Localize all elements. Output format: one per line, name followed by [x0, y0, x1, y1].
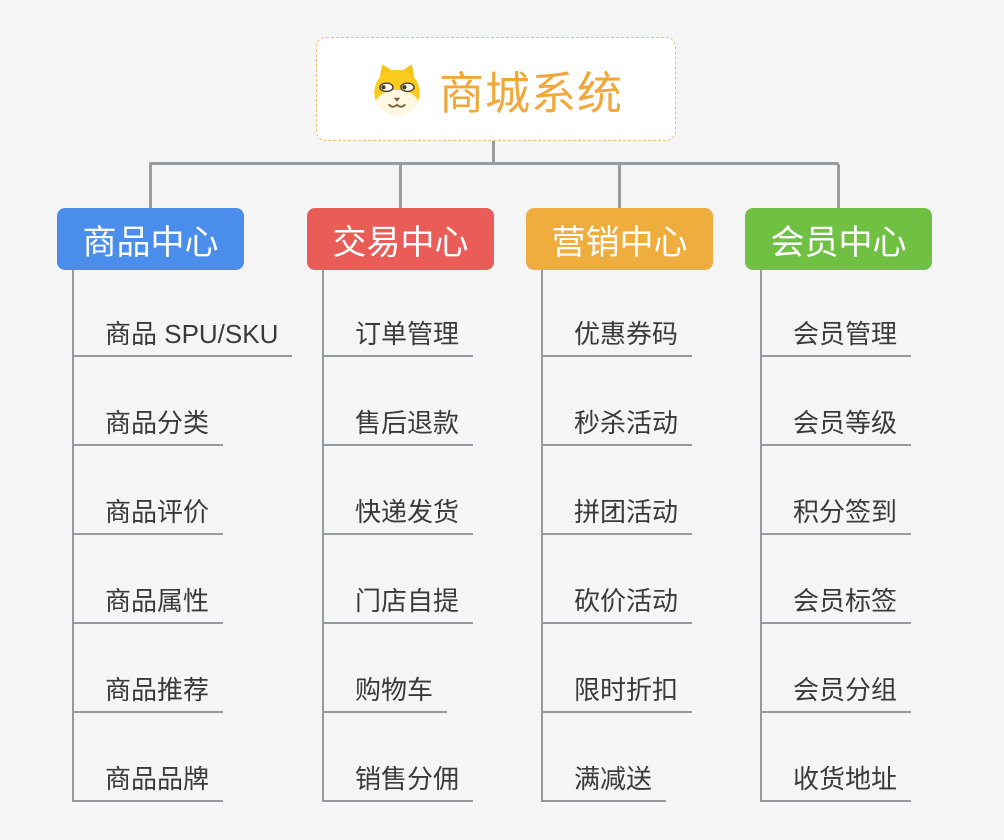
connector-root-vertical [492, 140, 495, 165]
branch-connector-line [322, 270, 324, 802]
branch-item[interactable]: 售后退款 [322, 406, 474, 446]
branch-item[interactable]: 会员管理 [760, 317, 912, 357]
branch-item[interactable]: 商品评价 [72, 495, 224, 535]
connector-drop-trade [399, 164, 402, 209]
branch-item[interactable]: 会员等级 [760, 406, 912, 446]
branch-header-marketing[interactable]: 营销中心 [526, 208, 713, 270]
branch-connector-line [760, 270, 762, 802]
branch-item[interactable]: 订单管理 [322, 317, 474, 357]
branch-item[interactable]: 销售分佣 [322, 762, 474, 802]
branch-item[interactable]: 秒杀活动 [541, 406, 693, 446]
branch-item[interactable]: 商品 SPU/SKU [72, 317, 293, 357]
branch-marketing-center: 营销中心 优惠券码 秒杀活动 拼团活动 砍价活动 限时折扣 满减送 [526, 208, 736, 818]
branch-item[interactable]: 商品品牌 [72, 762, 224, 802]
branch-item[interactable]: 积分签到 [760, 495, 912, 535]
branch-item[interactable]: 满减送 [541, 762, 667, 802]
branch-header-member[interactable]: 会员中心 [745, 208, 932, 270]
root-node[interactable]: 商城系统 [316, 37, 676, 141]
branch-goods-center: 商品中心 商品 SPU/SKU 商品分类 商品评价 商品属性 商品推荐 商品品牌 [57, 208, 293, 818]
branch-header-goods[interactable]: 商品中心 [57, 208, 244, 270]
branch-connector-line [72, 270, 74, 802]
branch-item[interactable]: 收货地址 [760, 762, 912, 802]
branch-item[interactable]: 购物车 [322, 673, 448, 713]
branch-item[interactable]: 会员标签 [760, 584, 912, 624]
branch-item[interactable]: 快递发货 [322, 495, 474, 535]
doge-icon [374, 64, 420, 116]
branch-item[interactable]: 商品分类 [72, 406, 224, 446]
connector-horizontal-bus [149, 162, 839, 165]
connector-drop-goods [149, 164, 152, 209]
branch-item[interactable]: 会员分组 [760, 673, 912, 713]
branch-item[interactable]: 商品属性 [72, 584, 224, 624]
branch-item[interactable]: 优惠券码 [541, 317, 693, 357]
branch-member-center: 会员中心 会员管理 会员等级 积分签到 会员标签 会员分组 收货地址 [745, 208, 955, 818]
root-title: 商城系统 [438, 67, 623, 119]
branch-item[interactable]: 门店自提 [322, 584, 474, 624]
connector-drop-marketing [618, 164, 621, 209]
branch-trade-center: 交易中心 订单管理 售后退款 快递发货 门店自提 购物车 销售分佣 [307, 208, 517, 818]
branch-item[interactable]: 商品推荐 [72, 673, 224, 713]
branch-item[interactable]: 限时折扣 [541, 673, 693, 713]
branch-connector-line [541, 270, 543, 802]
connector-drop-member [837, 164, 840, 209]
branch-item[interactable]: 拼团活动 [541, 495, 693, 535]
branch-item[interactable]: 砍价活动 [541, 584, 693, 624]
branch-header-trade[interactable]: 交易中心 [307, 208, 494, 270]
